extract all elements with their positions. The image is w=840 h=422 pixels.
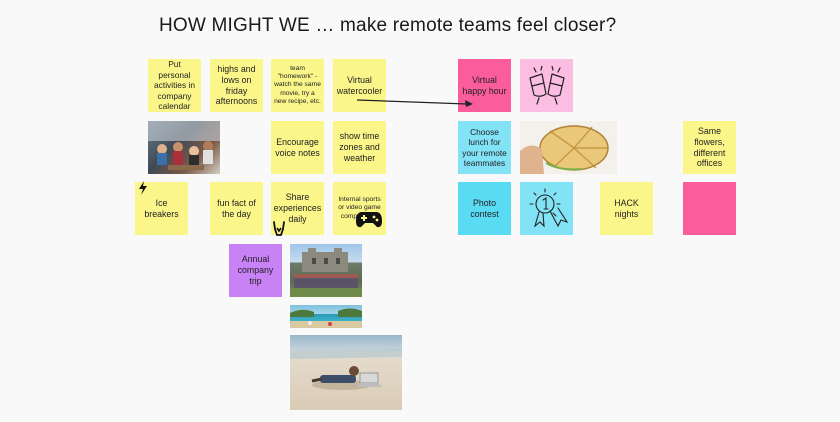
board-title: HOW MIGHT WE … make remote teams feel cl… bbox=[159, 15, 617, 36]
sticky-note-time-zones[interactable]: show time zones and weather bbox=[333, 121, 386, 174]
sticky-note-voice-notes[interactable]: Encourage voice notes bbox=[271, 121, 324, 174]
sticky-note-homework[interactable]: team "homework" - watch the same movie, … bbox=[271, 59, 324, 112]
beach-resort-photo[interactable] bbox=[290, 305, 362, 328]
team-meeting-photo[interactable] bbox=[148, 121, 220, 174]
sticky-note-flowers[interactable]: Same flowers, different offices bbox=[683, 121, 736, 174]
sticky-note-share-experiences[interactable]: Share experiences daily bbox=[271, 182, 324, 235]
beach-laptop-photo[interactable] bbox=[290, 335, 402, 410]
high-five-icon bbox=[273, 221, 285, 236]
sticky-note-highs-lows[interactable]: highs and lows on friday afternoons bbox=[210, 59, 263, 112]
sticky-note-personal-activities[interactable]: Put personal activities in company calen… bbox=[148, 59, 201, 112]
sticky-note-award[interactable] bbox=[520, 182, 573, 235]
sticky-note-fun-fact[interactable]: fun fact of the day bbox=[210, 182, 263, 235]
sticky-note-company-trip[interactable]: Annual company trip bbox=[229, 244, 282, 297]
quesadilla-photo[interactable] bbox=[520, 121, 617, 174]
sticky-note-pink-blank[interactable] bbox=[683, 182, 736, 235]
sticky-note-watercooler[interactable]: Virtual watercooler bbox=[333, 59, 386, 112]
cheers-icon bbox=[528, 65, 565, 105]
arrow-connector bbox=[356, 99, 473, 107]
sticky-note-photo-contest[interactable]: Photo contest bbox=[458, 182, 511, 235]
sticky-note-choose-lunch[interactable]: Choose lunch for your remote teammates bbox=[458, 121, 511, 174]
sticky-note-hack-nights[interactable]: HACK nights bbox=[600, 182, 653, 235]
gamepad-icon bbox=[356, 212, 382, 228]
award-ribbon-icon bbox=[528, 187, 568, 228]
lightning-icon bbox=[139, 181, 147, 195]
sticky-note-cheers[interactable] bbox=[520, 59, 573, 112]
team-trip-photo[interactable] bbox=[290, 244, 362, 297]
sticky-note-ice-breakers[interactable]: Ice breakers bbox=[135, 182, 188, 235]
